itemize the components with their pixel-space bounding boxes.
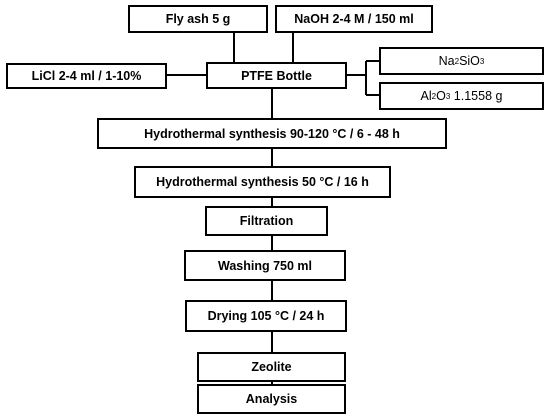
zeolite-node: Zeolite [197, 352, 346, 382]
hydrothermal-synthesis-1-node: Hydrothermal synthesis 90-120 °C / 6 - 4… [97, 118, 447, 149]
drying-node: Drying 105 °C / 24 h [185, 300, 347, 332]
fly-ash-node: Fly ash 5 g [128, 5, 268, 33]
filtration-node: Filtration [205, 206, 328, 236]
al2o3-part-b: O [436, 89, 446, 103]
al2o3-part-c: 1.1558 g [450, 89, 503, 103]
ptfe-bottle-node: PTFE Bottle [206, 62, 347, 89]
al2o3-sub-2: 3 [445, 91, 451, 101]
na2sio3-sub-1: 2 [454, 56, 460, 66]
hydrothermal-synthesis-2-node: Hydrothermal synthesis 50 °C / 16 h [134, 166, 391, 198]
na2sio3-part-a: Na [438, 54, 455, 68]
na2sio3-sub-2: 3 [479, 56, 485, 66]
al2o3-part-a: Al [420, 89, 432, 103]
analysis-node: Analysis [197, 384, 346, 414]
licl-node: LiCl 2-4 ml / 1-10% [6, 63, 167, 89]
na2sio3-part-b: SiO [459, 54, 480, 68]
naoh-node: NaOH 2-4 M / 150 ml [275, 5, 433, 33]
al2o3-sub-1: 2 [431, 91, 437, 101]
washing-node: Washing 750 ml [184, 250, 346, 281]
